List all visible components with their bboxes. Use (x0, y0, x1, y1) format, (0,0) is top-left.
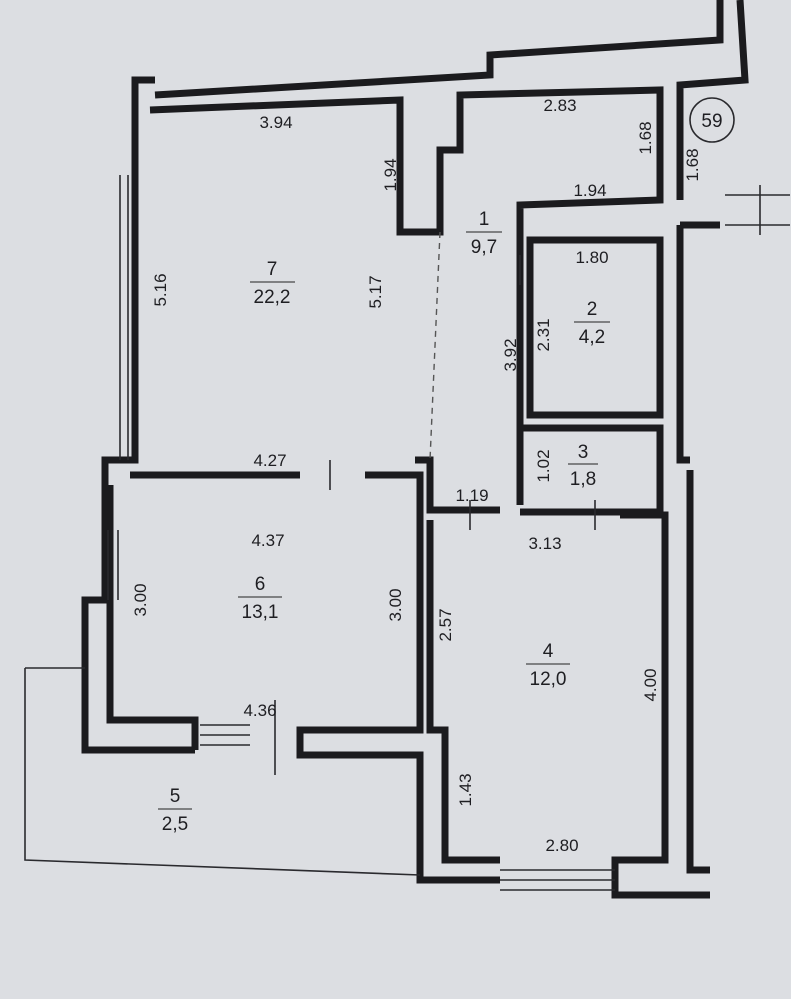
balcony-outline (24, 667, 421, 876)
dim-label: 1.19 (455, 486, 488, 505)
room-7: 7 22,2 (250, 259, 295, 308)
room-1: 1 9,7 (466, 209, 502, 258)
room-number: 4 (543, 641, 554, 662)
room-2: 2 4,2 (574, 299, 610, 348)
room-4: 4 12,0 (526, 641, 570, 690)
room6-walls (130, 471, 500, 884)
room-number: 1 (479, 209, 490, 230)
dim-label: 1.94 (573, 181, 606, 200)
right-neighbor-wall (676, 0, 749, 200)
dim-label: 4.36 (243, 701, 276, 720)
room-area: 1,8 (570, 469, 596, 490)
dim-label: 4.37 (251, 531, 284, 550)
room-area: 12,0 (530, 669, 567, 690)
dim-label: 5.17 (366, 275, 385, 308)
windows-bottom (200, 724, 615, 891)
room4-left-wall (426, 520, 500, 864)
room-area: 4,2 (579, 327, 605, 348)
dim-label: 1.68 (683, 148, 702, 181)
left-exterior-wall (81, 76, 195, 754)
room6-left-wall (106, 485, 199, 750)
dim-label: 3.13 (528, 534, 561, 553)
dim-label: 5.16 (151, 273, 170, 306)
room-number: 2 (587, 299, 598, 320)
dim-label: 3.94 (259, 113, 292, 132)
room3-walls (520, 424, 664, 516)
dim-label: 3.00 (131, 583, 150, 616)
room-number: 7 (267, 259, 278, 280)
dim-label: 3.92 (501, 338, 520, 371)
dim-label: 1.68 (636, 121, 655, 154)
open-partition (429, 231, 441, 461)
dim-label: 1.02 (534, 449, 553, 482)
room-3: 3 1,8 (568, 442, 598, 490)
room4-walls (415, 456, 710, 899)
dim-label: 1.94 (381, 158, 400, 191)
room-number: 3 (578, 442, 589, 463)
room-area: 13,1 (242, 602, 279, 623)
room-area: 22,2 (254, 287, 291, 308)
room-6: 6 13,1 (238, 574, 282, 623)
window-left (107, 175, 129, 600)
door-ticks (274, 185, 790, 775)
marker-59: 59 (701, 111, 722, 132)
room-number: 6 (255, 574, 266, 595)
marker-circle (689, 97, 735, 143)
top-neighbor-wall (154, 0, 724, 99)
dim-label: 4.00 (641, 668, 660, 701)
room-number: 5 (170, 786, 181, 807)
room-area: 2,5 (162, 814, 188, 835)
dim-label: 1.43 (456, 773, 475, 806)
dim-label: 2.83 (543, 96, 576, 115)
room-area: 9,7 (471, 237, 497, 258)
dimensions: 3.94 1.94 5.17 5.16 2.83 1.68 1.68 1.94 … (131, 96, 702, 855)
dim-label: 3.00 (386, 588, 405, 621)
dim-label: 2.80 (545, 836, 578, 855)
right-exterior-wall (676, 221, 720, 874)
dim-label: 2.57 (436, 608, 455, 641)
room2-walls (526, 236, 664, 419)
room-5-balcony: 5 2,5 (158, 786, 192, 835)
dim-label: 2.31 (534, 318, 553, 351)
dim-label: 1.80 (575, 248, 608, 267)
dim-label: 4.27 (253, 451, 286, 470)
room7-room1-walls (149, 86, 664, 505)
